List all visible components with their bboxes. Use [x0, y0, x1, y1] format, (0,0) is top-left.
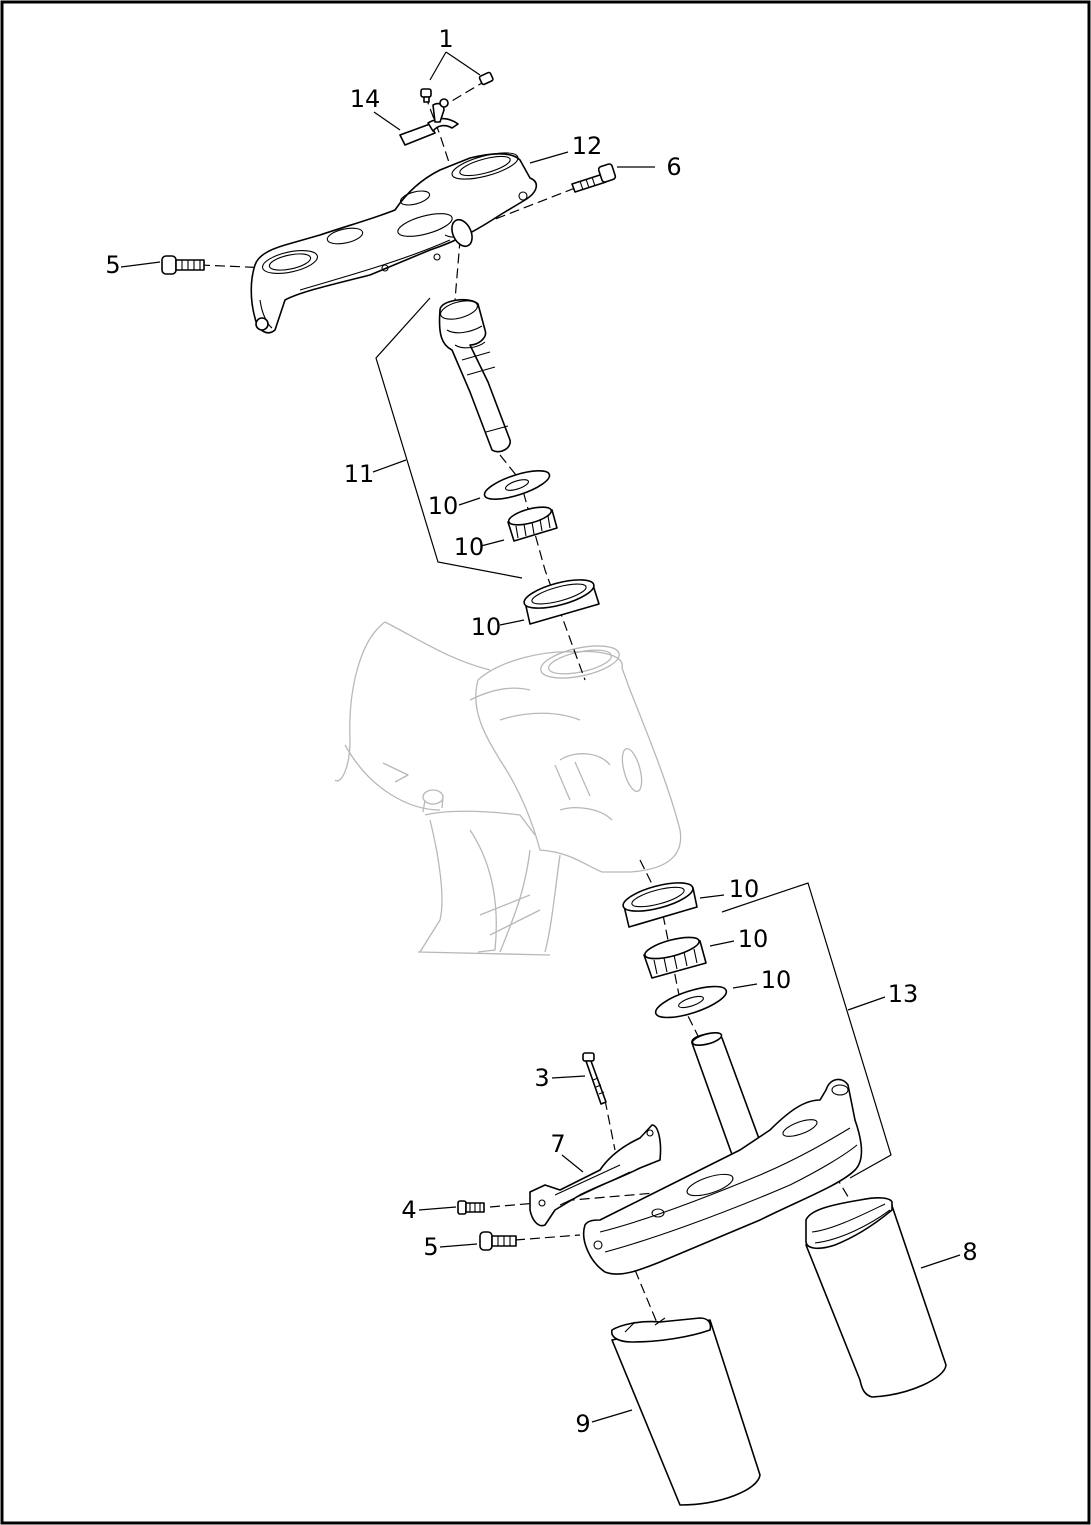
part-10-lower-bearing — [643, 936, 707, 979]
callout-4: 4 — [401, 1196, 416, 1224]
callout-10-upper-washer: 10 — [428, 492, 459, 520]
screw-upper-right — [478, 71, 494, 86]
screw-upper-left — [420, 88, 432, 103]
callout-3: 3 — [534, 1064, 549, 1092]
part-14-clip-bracket — [399, 98, 459, 146]
callout-12: 12 — [572, 132, 603, 160]
part-10-upper-washer — [483, 470, 551, 500]
callout-5-lower: 5 — [423, 1233, 438, 1261]
part-10-upper-bearing — [507, 506, 558, 542]
part-11-steering-stem — [438, 298, 511, 453]
part-6-bolt — [571, 163, 617, 193]
callout-13: 13 — [888, 980, 919, 1008]
callout-11: 11 — [344, 460, 375, 488]
part-1-screws — [420, 71, 494, 103]
callout-7: 7 — [550, 1130, 565, 1158]
frame-steering-head-ghost — [334, 621, 682, 956]
part-5-bolt-upper — [161, 255, 205, 275]
part-8-fork-cover-right — [805, 1197, 947, 1398]
part-10-lower-race — [622, 882, 698, 928]
part-12-upper-fork-bracket — [250, 152, 538, 334]
callout-9: 9 — [575, 1410, 590, 1438]
part-10-lower-washer — [654, 985, 728, 1019]
part-4-screw — [457, 1200, 485, 1215]
leader-lines — [120, 51, 961, 1423]
callout-labels: 1 14 12 6 5 11 10 10 10 10 10 10 13 3 7 … — [105, 25, 977, 1438]
part-5-bolt-lower — [479, 1231, 517, 1251]
part-10-upper-race — [523, 579, 600, 625]
callout-10-lower-bearing: 10 — [738, 925, 769, 953]
callout-6: 6 — [666, 153, 681, 181]
callout-1: 1 — [438, 25, 453, 53]
callout-8: 8 — [962, 1238, 977, 1266]
callout-10-lower-washer: 10 — [761, 966, 792, 994]
callout-5-upper: 5 — [105, 251, 120, 279]
part-3-screw — [582, 1052, 607, 1105]
part-9-fork-cover-left — [610, 1317, 761, 1506]
part-7-bracket — [529, 1124, 662, 1227]
callout-14: 14 — [350, 85, 381, 113]
part-13-lower-fork-bracket — [583, 1032, 863, 1275]
callout-10-upper-race: 10 — [471, 613, 502, 641]
callout-10-upper-bearing: 10 — [454, 533, 485, 561]
callout-10-lower-race: 10 — [729, 875, 760, 903]
